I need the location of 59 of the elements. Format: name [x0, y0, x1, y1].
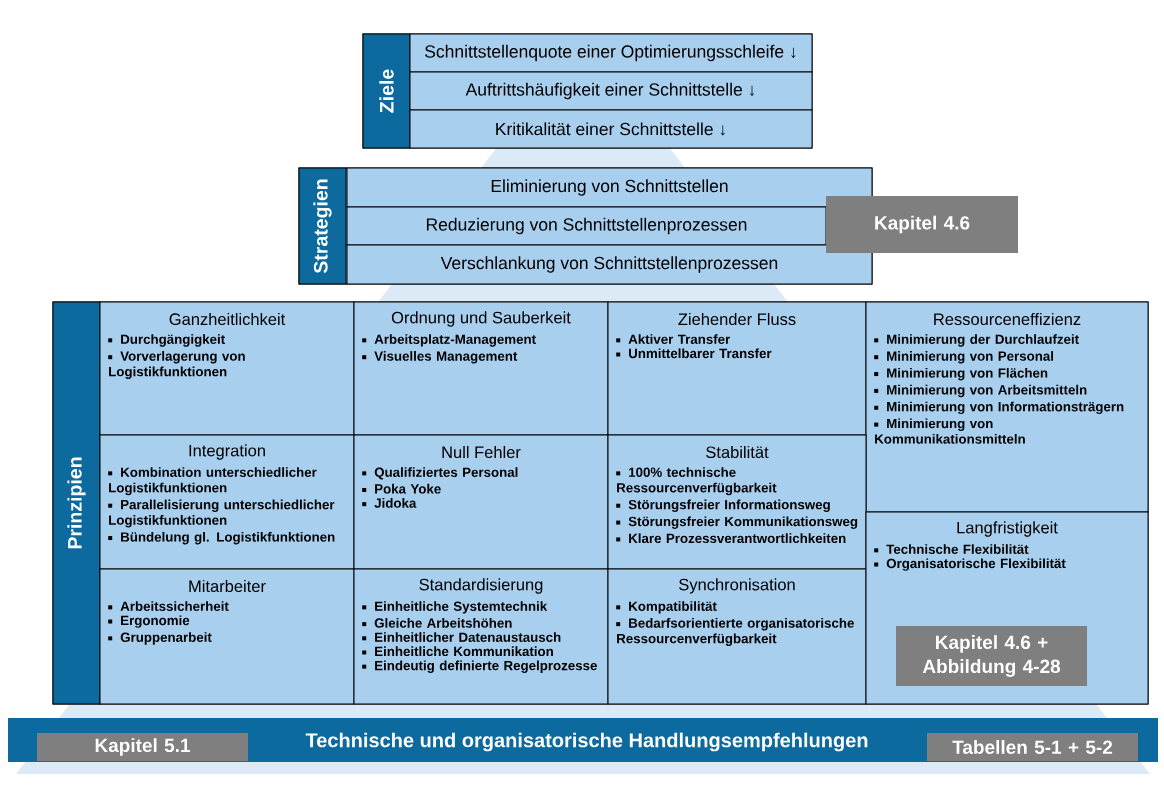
- bullet-item: Einheitliche Kommunikation: [362, 646, 553, 657]
- cell-heading: Langfristigkeit: [957, 521, 1058, 537]
- cell-heading: Null Fehler: [442, 445, 521, 459]
- group-label: Ziele: [379, 69, 394, 113]
- bullet-item: Arbeitsplatz-Management: [362, 334, 536, 347]
- cell-heading: Ressourceneffizienz: [934, 312, 1081, 326]
- goal-row: Auftrittshäufigkeit einer Schnittstelle ↓: [409, 71, 813, 111]
- bullet-item: Minimierung der Durchlaufzeit: [874, 334, 1079, 347]
- cell-heading: Ordnung und Sauberkeit: [391, 311, 571, 327]
- bullet-item: Eindeutig definierte Regelprozesse: [362, 660, 597, 673]
- bullet-item: Minimierung von Personal: [874, 351, 1054, 364]
- bullet-item: Minimierung von Flächen: [874, 367, 1048, 381]
- bullet-item: Gleiche Arbeitshöhen: [362, 618, 512, 628]
- bullet-item: Kombination unterschiedlicher Logistikfunktionen: [108, 467, 317, 496]
- bullet-item: Bündelung gl. Logistikfunktionen: [108, 531, 335, 545]
- bullet-item: Minimierung von Informationsträgern: [874, 401, 1124, 415]
- goal-row: Kritikalität einer Schnittstelle ↓: [409, 109, 813, 149]
- bullet-item: Organisatorische Flexibilität: [874, 558, 1066, 571]
- bullet-item: Arbeitssicherheit: [108, 601, 229, 611]
- bullet-item: Störungsfreier Kommunikationsweg: [616, 516, 858, 529]
- bullet-item: Visuelles Management: [362, 351, 518, 364]
- bullet-item: Technische Flexibilität: [874, 544, 1029, 554]
- cell-heading: Stabilität: [706, 445, 769, 459]
- chapter-reference-box: Kapitel 4.6: [826, 196, 1018, 253]
- bullet-item: Gruppenarbeit: [108, 632, 212, 645]
- bullet-item: Unmittelbarer Transfer: [616, 348, 772, 359]
- bullet-item: Einheitliche Systemtechnik: [362, 601, 548, 614]
- goal-row: Eliminierung von Schnittstellen: [346, 167, 873, 208]
- cell-heading: Synchronisation: [679, 578, 795, 594]
- bullet-item: Störungsfreier Informationsweg: [616, 499, 830, 512]
- chapter-reference-box: Kapitel 5.1: [37, 733, 248, 761]
- group-label: Strategien: [313, 179, 332, 274]
- goal-row: Schnittstellenquote einer Optimierungsschleife ↓: [409, 33, 813, 73]
- chapter-reference-box: Tabellen 5-1 + 5-2: [927, 733, 1138, 761]
- bullet-item: Vorverlagerung von Logistikfunktionen: [108, 351, 245, 379]
- bullet-item: Bedarfsorientierte organisatorische Ressourcenverfügbarkeit: [616, 618, 854, 646]
- cell-heading: Integration: [189, 444, 265, 460]
- cell-heading: Ziehender Fluss: [678, 312, 796, 326]
- bullet-item: Parallelisierung unterschiedlicher Logistikfunktionen: [108, 499, 335, 528]
- bullet-item: Kompatibilität: [616, 601, 717, 614]
- bullet-item: Durchgängigkeit: [108, 334, 225, 347]
- bullet-item: Aktiver Transfer: [616, 334, 730, 344]
- bullet-item: Jidoka: [362, 498, 417, 508]
- cell-heading: Mitarbeiter: [189, 579, 266, 593]
- group-label: Prinzipien: [67, 457, 86, 549]
- bullet-item: Poka Yoke: [362, 483, 441, 494]
- goal-row: Reduzierung von Schnittstellenprozessen: [346, 206, 827, 246]
- bullet-item: 100% technische Ressourcenverfügbarkeit: [616, 467, 777, 496]
- bullet-item: Einheitlicher Datenaustausch: [362, 632, 561, 642]
- cell-heading: Ganzheitlichkeit: [169, 312, 286, 326]
- bullet-item: Minimierung von Arbeitsmitteln: [874, 384, 1087, 398]
- chapter-reference-box: Kapitel 4.6 + Abbildung 4-28: [896, 626, 1087, 686]
- goal-row: Verschlankung von Schnittstellenprozessen: [346, 244, 873, 285]
- bullet-item: Qualifiziertes Personal: [362, 467, 518, 480]
- bullet-item: Klare Prozessverantwortlichkeiten: [616, 533, 846, 544]
- bullet-item: Minimierung von Kommunikationsmitteln: [874, 418, 1025, 444]
- bullet-item: Ergonomie: [108, 615, 190, 628]
- bar-label: Technische und organisatorische Handlungsempfehlungen: [305, 732, 868, 752]
- cell-heading: Standardisierung: [419, 578, 543, 594]
